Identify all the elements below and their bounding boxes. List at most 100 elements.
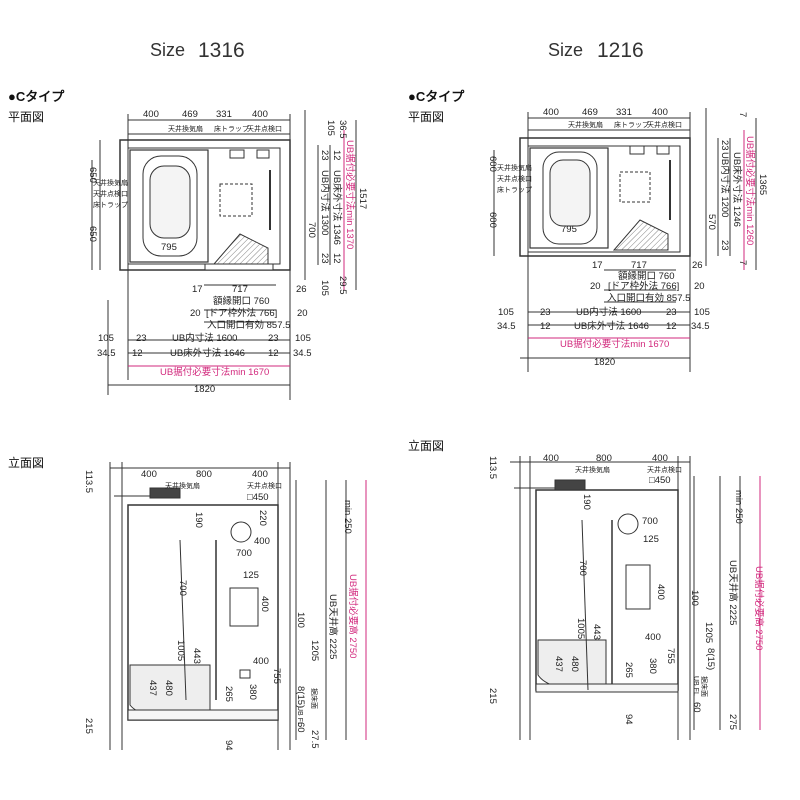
bot1-105b: 105 xyxy=(694,307,710,318)
ub-outer-width: UB床外寸法 1346 xyxy=(331,170,343,245)
bot3-need: UB据付必要寸法min 1670 xyxy=(160,366,269,378)
elev-hatch: 天井点検口 xyxy=(647,465,682,474)
size-number: 1216 xyxy=(597,39,644,62)
dim-rb-295: 29.5 xyxy=(337,276,348,295)
elev-top-400a: 400 xyxy=(141,469,157,480)
door-frame-opening: 額縁開口 760 xyxy=(213,295,270,307)
elev-60: 60 xyxy=(691,702,702,713)
left-label-fan: 天井換気扇 xyxy=(93,178,128,187)
bot1-23a: 23 xyxy=(540,307,551,318)
dim-rb-23: 23 xyxy=(319,253,330,264)
plan-view xyxy=(91,110,357,400)
elev-94: 94 xyxy=(223,740,234,751)
elev-94: 94 xyxy=(623,714,634,725)
plan-label: 平面図 xyxy=(408,110,444,124)
elev-443: 443 xyxy=(191,648,202,664)
ub-inner-width: UB内寸法 1200 xyxy=(719,152,731,217)
elevation-view xyxy=(510,456,761,740)
dim-top-2: 469 xyxy=(582,107,598,118)
tub-width: 795 xyxy=(161,242,177,253)
bot1-105a: 105 xyxy=(98,333,114,344)
elev-190: 190 xyxy=(193,512,204,528)
elev-700b: 700 xyxy=(177,580,188,596)
dim-right-365: 36.5 xyxy=(337,120,348,139)
elev-480: 480 xyxy=(569,656,580,672)
elev-top-800: 800 xyxy=(196,469,212,480)
dim-23b: 23 xyxy=(719,240,730,251)
elev-1135: 113.5 xyxy=(83,470,94,493)
elev-top-400a: 400 xyxy=(543,453,559,464)
size-number: 1316 xyxy=(198,39,245,62)
elevation-view xyxy=(109,462,367,750)
dim-right-105: 105 xyxy=(325,120,336,136)
elev-700a: 700 xyxy=(236,548,252,559)
elev-125: 125 xyxy=(243,570,259,581)
dim-570: 570 xyxy=(706,214,717,230)
elev-265: 265 xyxy=(223,686,234,702)
size-word: Size xyxy=(150,40,185,60)
elev-hatch450: □450 xyxy=(247,492,269,503)
tub-width: 795 xyxy=(561,224,577,235)
ub-need-width: UB据付必要寸法min 1260 xyxy=(744,136,756,245)
door-26: 26 xyxy=(296,284,307,295)
dim20-right: 20 xyxy=(694,281,705,292)
fan-label: 天井換気扇 xyxy=(168,124,203,133)
right-panel: Size 1216 ●Cタイプ 平面図 xyxy=(408,39,768,740)
elev-755: 755 xyxy=(665,648,676,664)
elev-hatch450: □450 xyxy=(649,475,671,486)
plan-total: 1365 xyxy=(757,174,768,195)
elev-floor: 据床面 xyxy=(700,676,709,697)
ub-outer-width: UB床外寸法 1246 xyxy=(731,152,743,227)
elev-700a: 700 xyxy=(642,516,658,527)
elev-755: 755 xyxy=(271,668,282,684)
dim20-left: 20 xyxy=(190,308,201,319)
dim-top-1: 400 xyxy=(543,107,559,118)
bot4-total: 1820 xyxy=(594,357,615,368)
dim-top-4: 400 xyxy=(252,109,268,120)
bot2-12b: 12 xyxy=(268,348,279,359)
plan-dimensions: 400 469 331 400 天井換気扇 床トラップ 天井点検口 795 7 … xyxy=(487,107,768,368)
bot2-12b: 12 xyxy=(666,321,677,332)
elev-60: 60 xyxy=(295,722,306,733)
dim-23a: 23 xyxy=(719,140,730,151)
elev-floor: 据床面 xyxy=(310,688,319,709)
elev-min250: min 250 xyxy=(733,490,744,524)
left-label-hatch: 天井点検口 xyxy=(93,189,128,198)
bot1-105a: 105 xyxy=(498,307,514,318)
elev-100: 100 xyxy=(689,590,700,606)
elev-1005: 1005 xyxy=(575,618,586,639)
dim-left-650b: 650 xyxy=(87,226,98,242)
dim-left-650a: 650 xyxy=(87,167,98,183)
left-label-trap: 床トラップ xyxy=(93,200,128,209)
door-717: 717 xyxy=(232,284,248,295)
elevation-dimensions: 400 800 400 天井換気扇 天井点検口 □450 113.5 190 7… xyxy=(487,453,765,730)
bot1-23a: 23 xyxy=(136,333,147,344)
type-label: ●Cタイプ xyxy=(8,89,65,104)
dim20-right: 20 xyxy=(297,308,308,319)
elev-400c: 400 xyxy=(253,656,269,667)
dim20-left: 20 xyxy=(590,281,601,292)
elev-400b: 400 xyxy=(259,596,270,612)
elevation-dimensions: 400 800 400 天井換気扇 天井点検口 □450 113.5 190 2… xyxy=(83,469,359,751)
bot2-outer: UB床外寸法 1646 xyxy=(170,347,245,359)
elev-265: 265 xyxy=(623,662,634,678)
elev-ubfl: UB FL xyxy=(296,706,303,726)
dim-top-3: 331 xyxy=(616,107,632,118)
door-17: 17 xyxy=(592,260,603,271)
elev-400a: 400 xyxy=(254,536,270,547)
left-label-trap: 床トラップ xyxy=(497,185,532,194)
elev-480: 480 xyxy=(163,680,174,696)
elev-label: 立面図 xyxy=(408,438,444,453)
type-label: ●Cタイプ xyxy=(408,89,465,104)
trap-label: 床トラップ xyxy=(614,120,649,129)
dim-top-2: 469 xyxy=(182,109,198,120)
bot1-23b: 23 xyxy=(666,307,677,318)
elev-437: 437 xyxy=(147,680,158,696)
bot1-105b: 105 xyxy=(295,333,311,344)
elev-1205: 1205 xyxy=(703,622,714,643)
ub-need-width: UB据付必要寸法min 1370 xyxy=(344,140,356,249)
elev-700b: 700 xyxy=(577,560,588,576)
elev-min250: min 250 xyxy=(342,500,353,534)
dim-left-600b: 600 xyxy=(487,212,498,228)
